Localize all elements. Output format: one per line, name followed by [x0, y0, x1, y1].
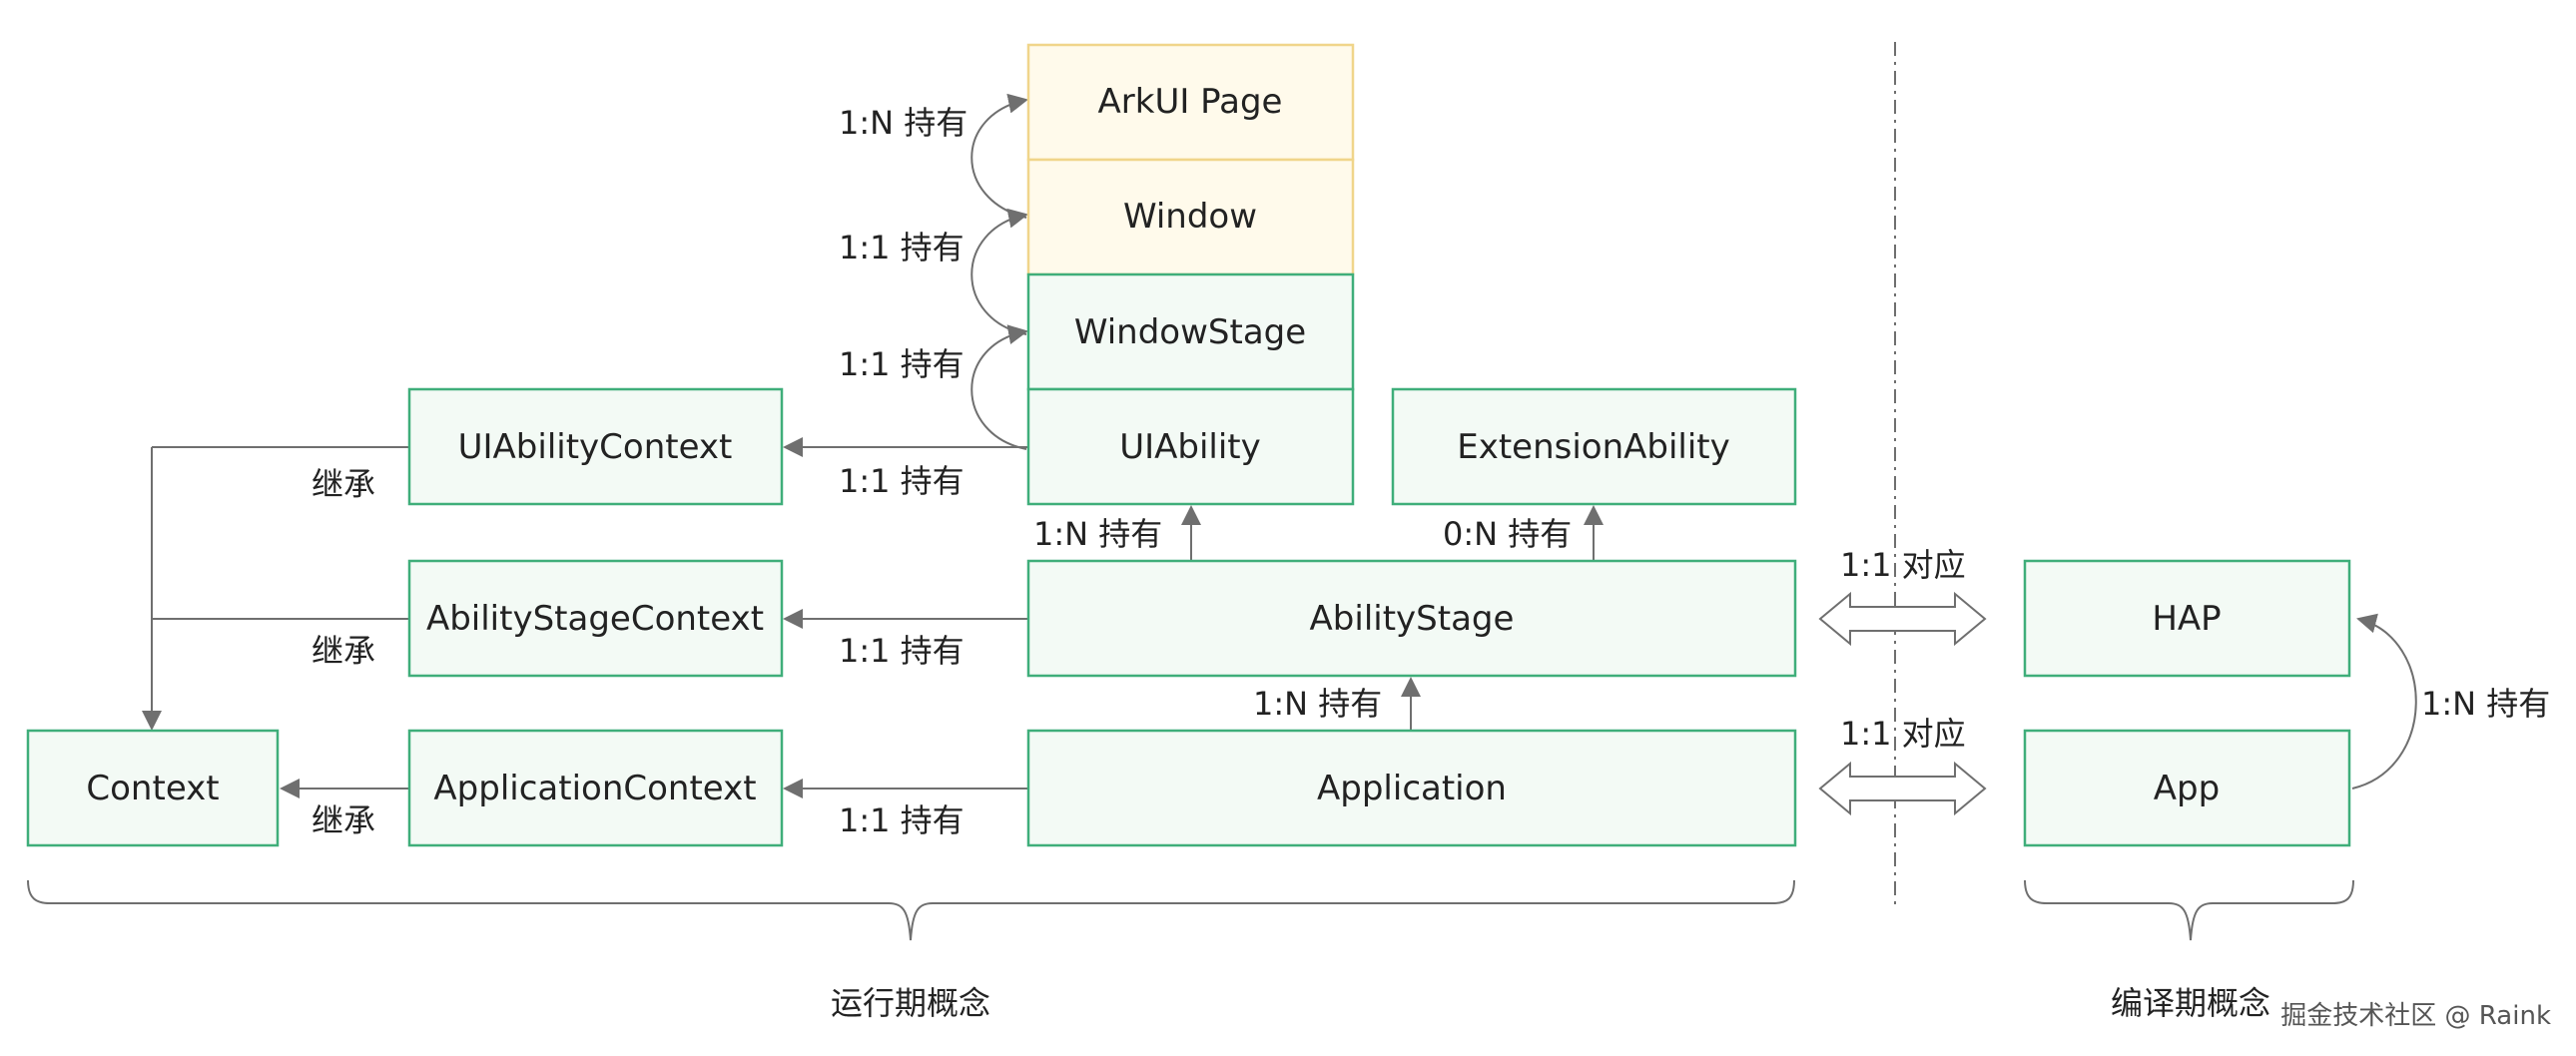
- box-ability-stage-label: AbilityStage: [1310, 599, 1515, 639]
- compile-group-label: 编译期概念: [2111, 984, 2270, 1022]
- box-application-context: ApplicationContext: [407, 729, 784, 847]
- label-application-context: 1:1 持有: [839, 801, 965, 839]
- box-hap-label: HAP: [2152, 599, 2221, 639]
- label-page-window: 1:N 持有: [839, 104, 967, 142]
- watermark: 掘金技术社区 @ Raink: [2280, 1001, 2551, 1031]
- label-application-stage: 1:N 持有: [1253, 685, 1382, 723]
- label-stage-extension: 0:N 持有: [1443, 515, 1572, 553]
- label-stage-ability: 1:1 持有: [839, 345, 965, 383]
- box-ui-ability-context-label: UIAbilityContext: [458, 427, 733, 467]
- box-application: Application: [1026, 729, 1797, 847]
- curve-uiability-to-windowstage: [970, 324, 1028, 450]
- label-inherit-3: 继承: [312, 801, 375, 839]
- relationship-labels: 1:N 持有 1:1 持有 1:1 持有 1:1 持有 1:N 持有 0:N 持…: [312, 104, 2550, 839]
- connectors: [27, 42, 2417, 941]
- box-application-label: Application: [1317, 769, 1507, 808]
- box-hap: HAP: [2023, 559, 2351, 678]
- curve-windowstage-to-window: [970, 208, 1028, 335]
- box-ui-ability-context: UIAbilityContext: [407, 387, 784, 506]
- box-context-label: Context: [86, 769, 219, 808]
- box-window-stage-label: WindowStage: [1074, 312, 1306, 352]
- box-application-context-label: ApplicationContext: [433, 769, 756, 808]
- box-extension-ability-label: ExtensionAbility: [1457, 427, 1730, 467]
- label-stage-uiability: 1:N 持有: [1033, 515, 1162, 553]
- label-inherit-2: 继承: [312, 632, 375, 670]
- runtime-brace: [27, 879, 1795, 941]
- box-window: Window: [1026, 158, 1355, 276]
- box-ability-stage: AbilityStage: [1026, 559, 1797, 678]
- box-window-stage: WindowStage: [1026, 272, 1355, 391]
- label-stage-context: 1:1 持有: [839, 632, 965, 670]
- box-app-label: App: [2154, 769, 2220, 808]
- box-ui-ability-label: UIAbility: [1119, 427, 1261, 467]
- boxes: ArkUI Page Window WindowStage UIAbility …: [26, 43, 2351, 847]
- curve-app-to-hap: [2351, 613, 2417, 790]
- box-window-label: Window: [1123, 197, 1257, 237]
- box-ability-stage-context-label: AbilityStageContext: [426, 599, 764, 639]
- curve-window-to-page: [970, 93, 1028, 219]
- box-context: Context: [26, 729, 280, 847]
- box-extension-ability: ExtensionAbility: [1391, 387, 1797, 506]
- box-arkui-page-label: ArkUI Page: [1098, 82, 1283, 122]
- label-window-stage: 1:1 持有: [839, 229, 965, 266]
- double-arrow-application-app: [1818, 761, 1987, 816]
- label-inherit-1: 继承: [312, 465, 375, 503]
- box-ability-stage-context: AbilityStageContext: [407, 559, 784, 678]
- double-arrow-abilitystage-hap: [1818, 591, 1987, 647]
- box-app: App: [2023, 729, 2351, 847]
- label-map-stage-hap: 1:1 对应: [1840, 546, 1966, 584]
- label-uiability-context: 1:1 持有: [839, 462, 965, 500]
- runtime-group-label: 运行期概念: [831, 984, 990, 1022]
- label-map-app-app: 1:1 对应: [1840, 715, 1966, 753]
- compile-brace: [2024, 879, 2354, 941]
- box-arkui-page: ArkUI Page: [1026, 43, 1355, 162]
- label-app-hap: 1:N 持有: [2421, 685, 2550, 723]
- box-ui-ability: UIAbility: [1026, 387, 1355, 506]
